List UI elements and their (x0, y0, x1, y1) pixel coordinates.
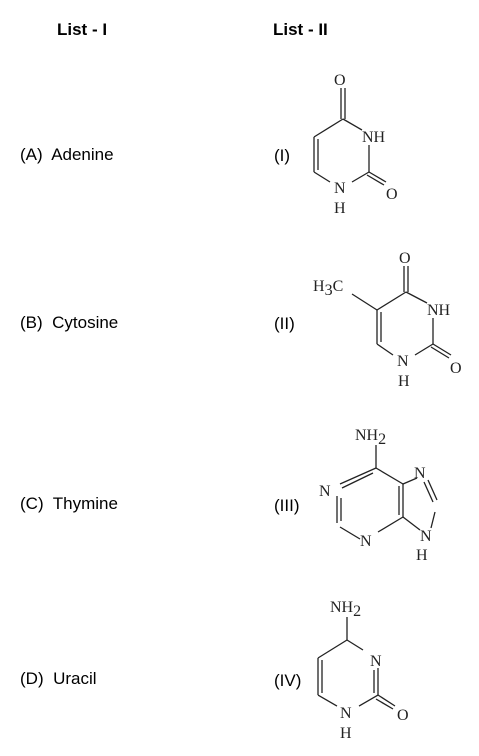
atom-o-right: O (397, 707, 409, 724)
list1-item-b: (B) Cytosine (20, 313, 118, 333)
item-name: Cytosine (52, 313, 119, 332)
structure-i-bonds (313, 88, 387, 186)
atom-o-right: O (386, 186, 398, 203)
atom-n-right: N (420, 528, 432, 545)
list2-key-ii: (II) (274, 314, 295, 333)
list2-key-iv: (IV) (274, 671, 302, 690)
atom-o-top: O (334, 72, 346, 89)
atom-n: N (334, 180, 346, 197)
atom-h: H (398, 373, 410, 390)
item-name: Adenine (51, 145, 114, 164)
list-1-header: List - I (57, 20, 108, 39)
atom-nh: NH (362, 129, 386, 146)
atom-o-top: O (399, 250, 411, 267)
atom-n-right: N (370, 653, 382, 670)
list1-item-c: (C) Thymine (20, 494, 118, 514)
atom-nh2: NH2 (330, 599, 361, 620)
atom-h: H (340, 725, 352, 742)
atom-n-bottom: N (340, 705, 352, 722)
atom-h: H (334, 200, 346, 217)
item-key: (C) (20, 494, 44, 513)
structure-iv-bonds (317, 617, 396, 710)
item-name: Uracil (53, 669, 97, 688)
item-key: (A) (20, 145, 43, 164)
list2-key-i: (I) (274, 146, 291, 165)
atom-n-left: N (319, 483, 331, 500)
atom-n-bottom: N (360, 533, 372, 550)
list1-item-a: (A) Adenine (20, 145, 114, 165)
list2-key-iii: (III) (274, 496, 300, 515)
item-key: (D) (20, 669, 44, 688)
atom-n-right-top: N (414, 465, 426, 482)
atom-h3c: H3C (313, 278, 343, 299)
structure-ii-bonds (351, 266, 452, 359)
item-key: (B) (20, 313, 43, 332)
list1-item-d: (D) Uracil (20, 669, 97, 689)
atom-nh: NH (427, 302, 451, 319)
structure-iii-bonds (336, 445, 438, 540)
item-name: Thymine (52, 494, 118, 513)
atom-o-right: O (450, 360, 462, 377)
atom-n: N (397, 353, 409, 370)
atom-h: H (416, 547, 428, 564)
atom-nh2: NH2 (355, 427, 386, 448)
list-2-header: List - II (273, 20, 328, 39)
